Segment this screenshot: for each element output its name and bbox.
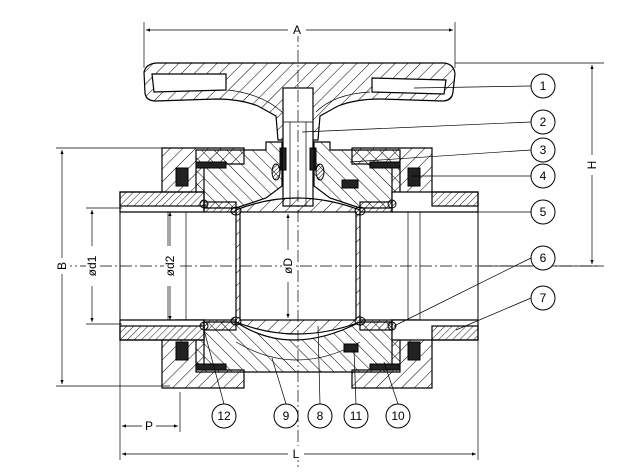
callout-9: 9 <box>273 403 299 429</box>
dim-B-label: B <box>55 262 69 270</box>
callout-1: 1 <box>530 73 556 99</box>
dim-H-label: H <box>585 161 599 170</box>
callout-5: 5 <box>530 199 556 225</box>
callout-10: 10 <box>385 403 411 429</box>
dim-P-label: P <box>145 419 153 433</box>
dimension-labels: A H B ød1 ød2 øD P L <box>55 22 600 461</box>
left-end-connector <box>119 191 205 341</box>
callout-4: 4 <box>530 163 556 189</box>
svg-text:8: 8 <box>317 409 324 423</box>
callout-3: 3 <box>530 137 556 163</box>
dim-d2-label: ød2 <box>163 255 177 276</box>
valve-body <box>195 141 401 373</box>
callout-12: 12 <box>211 403 237 429</box>
svg-text:4: 4 <box>540 169 547 183</box>
callout-8: 8 <box>307 403 333 429</box>
seats-and-orings <box>195 161 401 371</box>
svg-text:5: 5 <box>540 205 547 219</box>
svg-text:12: 12 <box>217 409 231 423</box>
svg-text:1: 1 <box>540 79 547 93</box>
svg-text:9: 9 <box>283 409 290 423</box>
svg-text:10: 10 <box>391 409 405 423</box>
dim-D-label: øD <box>281 258 295 274</box>
right-end-connector <box>391 191 479 341</box>
svg-text:2: 2 <box>540 115 547 129</box>
dim-d1-label: ød1 <box>85 255 99 276</box>
callout-7: 7 <box>530 285 556 311</box>
callout-leaders <box>203 85 532 405</box>
dim-A-label: A <box>293 23 301 37</box>
callout-2: 2 <box>530 109 556 135</box>
svg-text:6: 6 <box>540 251 547 265</box>
callout-6: 6 <box>530 245 556 271</box>
svg-text:11: 11 <box>350 409 363 423</box>
callout-11: 11 <box>343 403 369 429</box>
dim-L-label: L <box>293 447 300 461</box>
svg-text:7: 7 <box>540 291 547 305</box>
svg-text:3: 3 <box>540 143 547 157</box>
callout-bubbles: 1 2 3 4 5 6 7 8 <box>211 73 556 429</box>
